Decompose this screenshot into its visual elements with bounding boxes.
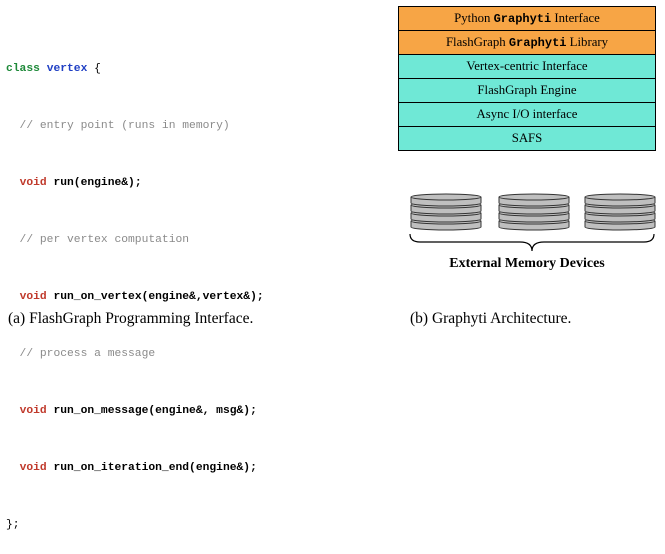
code-closing-brace: }; [6, 519, 20, 531]
external-memory-devices [406, 191, 658, 233]
code-line: void run_on_iteration_end(engine&); [6, 459, 264, 478]
code-line: void run(engine&); [6, 174, 264, 193]
external-memory-label: External Memory Devices [449, 256, 605, 271]
layer-safs: SAFS [399, 127, 655, 151]
code-line: class vertex { [6, 60, 264, 79]
layer-text: Library [566, 35, 609, 49]
layer-text: Interface [551, 11, 600, 25]
layer-text-mono: Graphyti [508, 36, 567, 50]
code-text: { [87, 63, 101, 75]
code-listing: class vertex { // entry point (runs in m… [6, 22, 264, 554]
void-keyword: void [19, 462, 47, 474]
method-signature: run(engine&); [46, 177, 142, 189]
code-comment: // entry point (runs in memory) [6, 120, 230, 132]
method-signature: run_on_message(engine&, msg&); [46, 405, 257, 417]
code-line: void run_on_vertex(engine&,vertex&); [6, 288, 264, 307]
disk-stack-icon [498, 193, 570, 231]
void-keyword: void [19, 405, 47, 417]
layer-python-graphyti-interface: Python Graphyti Interface [399, 7, 655, 31]
class-keyword: class [6, 63, 40, 75]
code-indent [6, 177, 20, 189]
layer-flashgraph-graphyti-library: FlashGraph Graphyti Library [399, 31, 655, 55]
code-indent [6, 405, 20, 417]
method-signature: run_on_vertex(engine&,vertex&); [46, 291, 264, 303]
method-signature: run_on_iteration_end(engine&); [46, 462, 257, 474]
void-keyword: void [19, 177, 47, 189]
architecture-stack: Python Graphyti Interface FlashGraph Gra… [398, 6, 656, 151]
code-comment: // per vertex computation [6, 234, 190, 246]
code-indent [6, 462, 20, 474]
curly-brace-icon [409, 233, 655, 252]
caption-programming-interface: (a) FlashGraph Programming Interface. [8, 310, 254, 327]
class-name: vertex [46, 63, 88, 75]
layer-text: Python [454, 11, 494, 25]
layer-async-io-interface: Async I/O interface [399, 103, 655, 127]
layer-text: FlashGraph [445, 35, 509, 49]
disk-stack-icon [584, 193, 656, 231]
caption-architecture: (b) Graphyti Architecture. [410, 310, 572, 327]
layer-flashgraph-engine: FlashGraph Engine [399, 79, 655, 103]
layer-vertex-centric-interface: Vertex-centric Interface [399, 55, 655, 79]
layer-text-mono: Graphyti [493, 12, 552, 26]
code-indent [6, 291, 20, 303]
code-comment: // process a message [6, 348, 156, 360]
void-keyword: void [19, 291, 47, 303]
code-line: void run_on_message(engine&, msg&); [6, 402, 264, 421]
disk-stack-icon [410, 193, 482, 231]
